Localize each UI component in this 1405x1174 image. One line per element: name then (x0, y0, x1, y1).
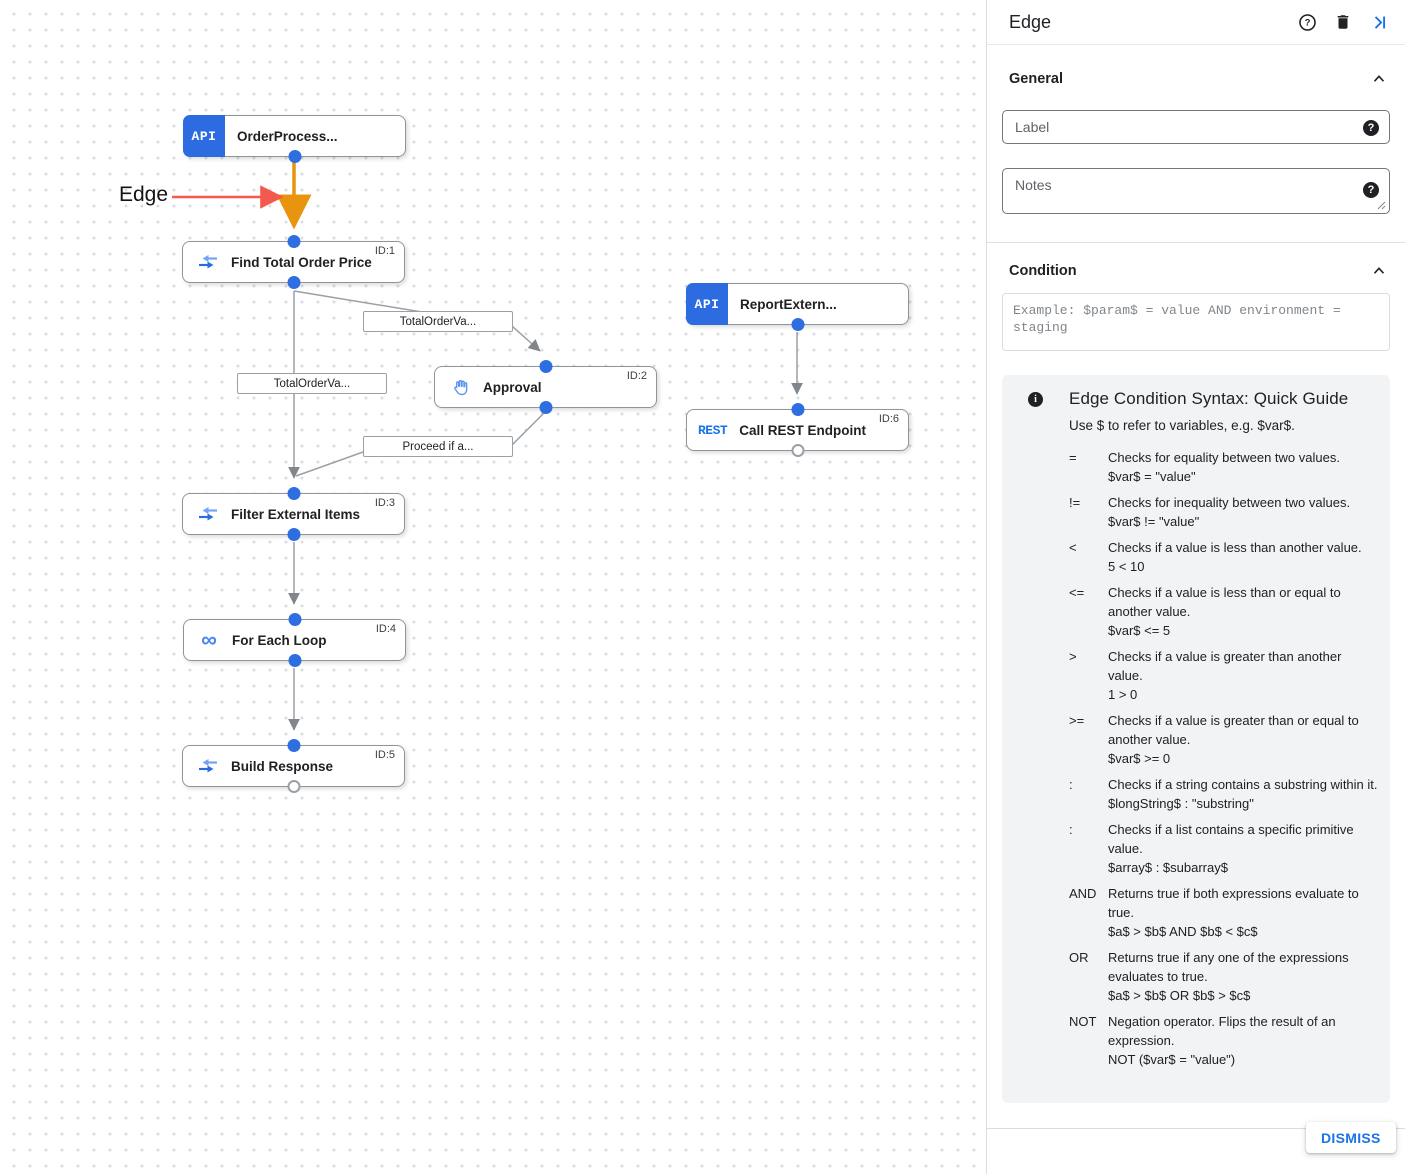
node-id-badge: ID:5 (374, 749, 395, 761)
input-connector[interactable] (791, 403, 804, 416)
guide-item: !=Checks for inequality between two valu… (1069, 495, 1351, 529)
node-report-extern[interactable]: API ReportExtern... (686, 283, 909, 331)
node-title: For Each Loop (232, 632, 327, 648)
node-order-process[interactable]: API OrderProcess... (183, 115, 406, 163)
node-title: Find Total Order Price (231, 254, 372, 270)
api-trigger-icon: API (686, 283, 728, 325)
condition-section-header[interactable]: Condition (1009, 262, 1388, 280)
edge-condition-label[interactable]: TotalOrderVa... (363, 311, 513, 332)
panel-header: Edge ? (987, 0, 1405, 45)
condition-section-title: Condition (1009, 263, 1077, 279)
dismiss-button[interactable]: DISMISS (1306, 1122, 1396, 1153)
guide-item: <Checks if a value is less than another … (1069, 540, 1362, 574)
label-help-icon[interactable]: ? (1363, 120, 1379, 136)
edge-annotation-label: Edge (119, 183, 169, 206)
node-filter-external-items[interactable]: Filter External Items ID:3 (182, 487, 405, 541)
data-mapping-icon (197, 254, 219, 270)
edge-condition-label[interactable]: Proceed if a... (363, 436, 513, 457)
output-connector[interactable] (288, 654, 301, 667)
node-approval[interactable]: Approval ID:2 (434, 360, 657, 414)
node-id-badge: ID:6 (878, 413, 899, 425)
api-trigger-icon: API (183, 115, 225, 157)
node-title: OrderProcess... (237, 128, 338, 144)
notes-field[interactable]: ? (1002, 168, 1390, 214)
data-mapping-icon (197, 506, 219, 522)
notes-input[interactable] (1003, 169, 1389, 213)
node-call-rest-endpoint[interactable]: REST Call REST Endpoint ID:6 (686, 403, 909, 457)
node-id-badge: ID:4 (375, 623, 396, 635)
node-id-badge: ID:1 (374, 245, 395, 257)
notes-help-icon[interactable]: ? (1363, 182, 1379, 198)
condition-input[interactable] (1003, 294, 1389, 350)
input-connector[interactable] (287, 487, 300, 500)
output-connector[interactable] (287, 276, 300, 289)
guide-item: >=Checks if a value is greater than or e… (1069, 713, 1359, 766)
guide-operator-list: =Checks for equality between two values.… (1069, 448, 1379, 1069)
label-field[interactable]: ? (1002, 110, 1390, 144)
input-connector[interactable] (288, 613, 301, 626)
guide-item: =Checks for equality between two values.… (1069, 450, 1340, 484)
workflow-canvas[interactable]: Edge API OrderProcess... Find Total Orde… (0, 0, 986, 1174)
svg-text:?: ? (1304, 17, 1310, 28)
guide-item: :Checks if a string contains a substring… (1069, 777, 1378, 811)
guide-item: :Checks if a list contains a specific pr… (1069, 822, 1354, 875)
edge-condition-quick-guide: i Edge Condition Syntax: Quick Guide Use… (1002, 375, 1390, 1103)
general-section-header[interactable]: General (1009, 70, 1388, 88)
condition-field[interactable] (1002, 293, 1390, 351)
output-connector[interactable] (287, 780, 300, 793)
approval-hand-icon (449, 378, 471, 397)
data-mapping-icon (197, 758, 219, 774)
edge-condition-label[interactable]: TotalOrderVa... (237, 373, 387, 394)
input-connector[interactable] (287, 235, 300, 248)
help-icon[interactable]: ? (1296, 11, 1318, 33)
node-title: Build Response (231, 758, 334, 774)
label-input[interactable] (1003, 111, 1389, 143)
info-icon: i (1028, 392, 1043, 407)
panel-title: Edge (1009, 11, 1052, 32)
node-title: Filter External Items (231, 506, 361, 522)
output-connector[interactable] (791, 318, 804, 331)
chevron-up-icon[interactable] (1370, 70, 1388, 88)
node-find-total-order-price[interactable]: Find Total Order Price ID:1 (182, 235, 405, 289)
output-connector[interactable] (287, 528, 300, 541)
delete-icon[interactable] (1332, 11, 1354, 33)
node-id-badge: ID:2 (626, 370, 647, 382)
chevron-up-icon[interactable] (1370, 262, 1388, 280)
node-title: Call REST Endpoint (739, 422, 866, 438)
resize-handle-icon[interactable] (1376, 200, 1386, 210)
node-id-badge: ID:3 (374, 497, 395, 509)
guide-title: Edge Condition Syntax: Quick Guide (1069, 389, 1349, 408)
guide-item: <=Checks if a value is less than or equa… (1069, 585, 1341, 638)
node-title: ReportExtern... (740, 296, 837, 312)
input-connector[interactable] (539, 360, 552, 373)
output-connector[interactable] (791, 444, 804, 457)
output-connector[interactable] (288, 150, 301, 163)
guide-subtitle: Use $ to refer to variables, e.g. $var$. (1069, 418, 1295, 433)
edges-layer (172, 160, 803, 731)
guide-item: >Checks if a value is greater than anoth… (1069, 649, 1342, 702)
rest-task-icon: REST (698, 422, 728, 438)
edge-properties-panel: Edge ? General (986, 0, 1405, 1174)
loop-icon: ∞ (201, 627, 217, 652)
input-connector[interactable] (287, 739, 300, 752)
node-title: Approval (483, 379, 542, 395)
general-section-title: General (1009, 71, 1063, 87)
node-build-response[interactable]: Build Response ID:5 (182, 739, 405, 793)
node-for-each-loop[interactable]: ∞ For Each Loop ID:4 (183, 613, 406, 667)
output-connector[interactable] (539, 401, 552, 414)
collapse-panel-icon[interactable] (1368, 11, 1390, 33)
